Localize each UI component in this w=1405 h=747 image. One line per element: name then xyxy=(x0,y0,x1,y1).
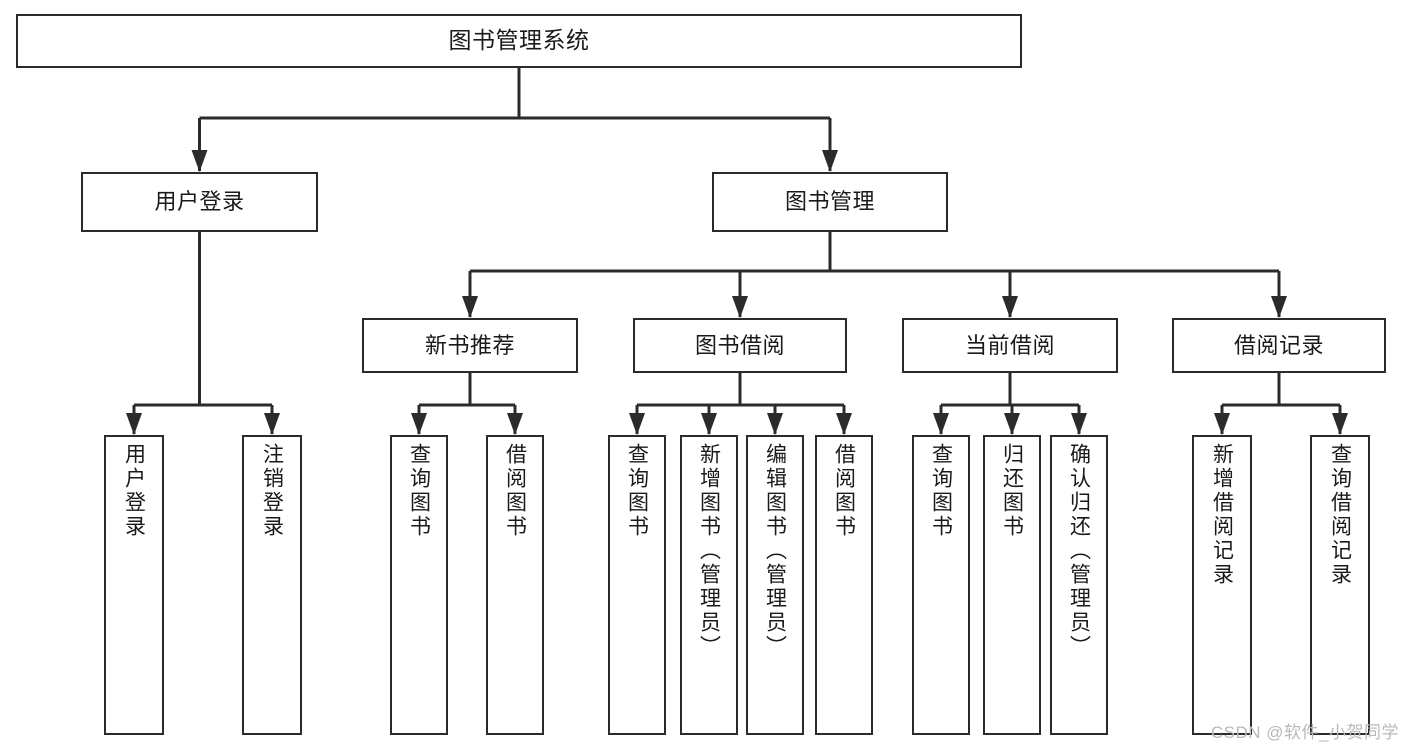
node-label: 图书管理 xyxy=(784,189,875,215)
node-leaf-1[interactable]: 用户登录 xyxy=(104,435,164,735)
node-login[interactable]: 用户登录 xyxy=(81,172,318,232)
node-leaf-2[interactable]: 注销登录 xyxy=(242,435,302,735)
arrowhead-icon-leaf-13 xyxy=(1332,413,1348,435)
arrowhead-icon-leaf-2 xyxy=(264,413,280,435)
node-bookmgmt[interactable]: 图书管理 xyxy=(712,172,948,232)
node-label: 图书借阅 xyxy=(694,332,785,358)
arrowhead-icon-leaf-3 xyxy=(411,413,427,435)
arrowhead-icon-login xyxy=(191,150,208,172)
node-root[interactable]: 图书管理系统 xyxy=(16,14,1022,68)
node-label: 用户登录 xyxy=(122,443,146,539)
watermark: CSDN @软件_小贺同学 xyxy=(1210,723,1399,742)
node-label: 查询图书 xyxy=(407,443,431,539)
node-label: 注销登录 xyxy=(260,443,284,539)
arrowhead-icon-records xyxy=(1271,296,1287,318)
arrowhead-icon-leaf-12 xyxy=(1214,413,1230,435)
arrowhead-icon-leaf-8 xyxy=(836,413,852,435)
node-leaf-6[interactable]: 新增图书（管理员） xyxy=(680,435,738,735)
arrowhead-icon-leaf-1 xyxy=(126,413,142,435)
node-label: 借阅图书 xyxy=(832,443,856,539)
node-label: 借阅记录 xyxy=(1233,332,1324,358)
node-label: 确认归还（管理员） xyxy=(1067,443,1091,659)
arrowhead-icon-leaf-6 xyxy=(701,413,717,435)
node-label: 归还图书 xyxy=(1000,443,1024,539)
node-leaf-13[interactable]: 查询借阅记录 xyxy=(1310,435,1370,735)
node-label: 新增借阅记录 xyxy=(1210,443,1234,587)
node-label: 查询借阅记录 xyxy=(1328,443,1352,587)
arrowhead-icon-leaf-10 xyxy=(1004,413,1020,435)
arrowhead-icon-bookmgmt xyxy=(822,150,838,172)
node-leaf-7[interactable]: 编辑图书（管理员） xyxy=(746,435,804,735)
arrowhead-icon-newbook xyxy=(462,296,478,318)
arrowhead-icon-borrow xyxy=(732,296,748,318)
node-label: 借阅图书 xyxy=(503,443,527,539)
arrowhead-icon-leaf-9 xyxy=(933,413,949,435)
node-leaf-12[interactable]: 新增借阅记录 xyxy=(1192,435,1252,735)
node-newbook[interactable]: 新书推荐 xyxy=(362,318,578,373)
node-leaf-5[interactable]: 查询图书 xyxy=(608,435,666,735)
node-borrow[interactable]: 图书借阅 xyxy=(633,318,847,373)
node-label: 查询图书 xyxy=(929,443,953,539)
node-label: 图书管理系统 xyxy=(448,27,590,54)
arrowhead-icon-leaf-4 xyxy=(507,413,523,435)
arrowhead-icon-current xyxy=(1002,296,1018,318)
node-label: 新书推荐 xyxy=(424,332,515,358)
node-leaf-4[interactable]: 借阅图书 xyxy=(486,435,544,735)
arrowhead-icon-leaf-5 xyxy=(629,413,645,435)
node-leaf-3[interactable]: 查询图书 xyxy=(390,435,448,735)
node-label: 用户登录 xyxy=(154,189,245,215)
arrowhead-icon-leaf-11 xyxy=(1071,413,1087,435)
node-leaf-10[interactable]: 归还图书 xyxy=(983,435,1041,735)
node-records[interactable]: 借阅记录 xyxy=(1172,318,1386,373)
node-label: 新增图书（管理员） xyxy=(697,443,721,659)
node-label: 编辑图书（管理员） xyxy=(763,443,787,659)
node-label: 查询图书 xyxy=(625,443,649,539)
node-leaf-8[interactable]: 借阅图书 xyxy=(815,435,873,735)
node-leaf-9[interactable]: 查询图书 xyxy=(912,435,970,735)
arrowhead-icon-leaf-7 xyxy=(767,413,783,435)
node-current[interactable]: 当前借阅 xyxy=(902,318,1118,373)
node-label: 当前借阅 xyxy=(964,332,1055,358)
node-leaf-11[interactable]: 确认归还（管理员） xyxy=(1050,435,1108,735)
